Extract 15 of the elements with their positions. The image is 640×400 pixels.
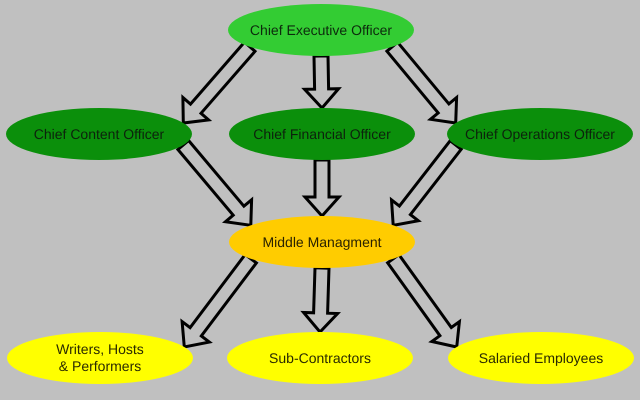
block-arrow — [300, 266, 341, 334]
node-label: Chief Executive Officer — [250, 22, 392, 38]
node-label: Chief Operations Officer — [465, 126, 615, 142]
block-arrow — [390, 138, 464, 228]
node-label: Middle Managment — [262, 234, 382, 250]
block-arrow — [301, 54, 342, 110]
block-arrow — [302, 158, 342, 218]
node-label: Chief Financial Officer — [253, 126, 391, 142]
node-label: Chief Content Officer — [34, 126, 164, 142]
node-label: Salaried Employees — [478, 350, 604, 366]
node-label: Sub-Contractors — [269, 350, 371, 366]
node-label: Writers, Hosts & Performers — [55, 341, 145, 375]
ellipse-node — [6, 108, 192, 160]
ellipse-node — [447, 108, 633, 160]
block-arrow — [176, 138, 254, 228]
